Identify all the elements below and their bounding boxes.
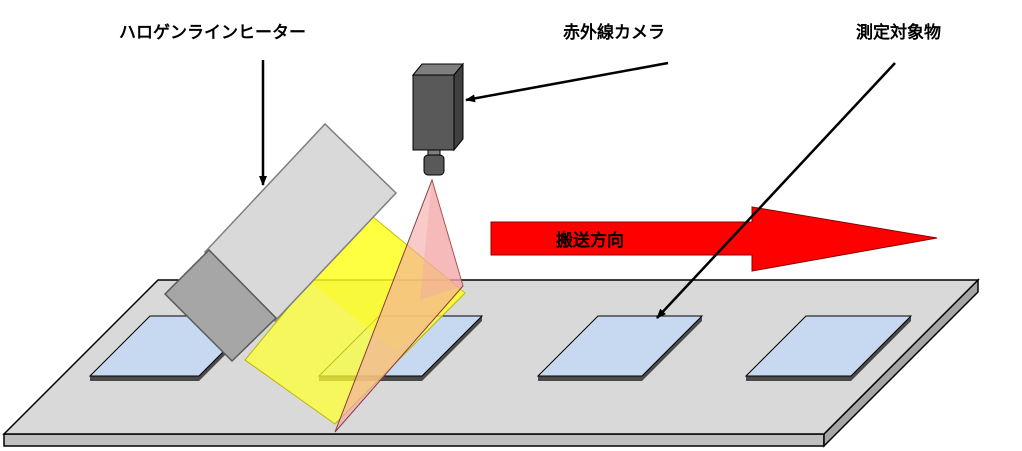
object-pointer-arrow xyxy=(656,62,896,319)
direction-label: 搬送方向 xyxy=(556,230,624,251)
halogen-line-heater-icon xyxy=(163,122,398,363)
object-label: 測定対象物 xyxy=(856,22,941,43)
sample-3 xyxy=(536,315,704,381)
conveying-direction-arrow[interactable]: 搬送方向 xyxy=(490,206,938,272)
heater-label: ハロゲンラインヒーター xyxy=(119,22,306,43)
conveyor-front-face xyxy=(3,433,825,447)
camera-field-of-view xyxy=(334,178,464,433)
camera-pointer-arrow xyxy=(465,61,669,103)
right-arrow-icon xyxy=(490,206,938,272)
infrared-camera-icon xyxy=(411,62,465,176)
sample-4 xyxy=(744,315,913,381)
camera-label: 赤外線カメラ xyxy=(563,22,665,43)
